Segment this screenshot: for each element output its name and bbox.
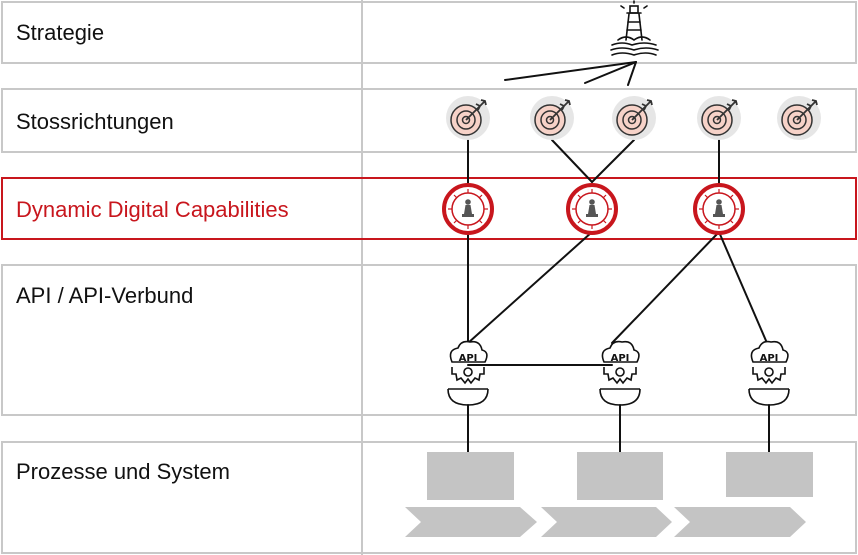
api-cloud-gear-icon: API bbox=[447, 340, 489, 406]
target-arrow-icon bbox=[446, 96, 490, 140]
row-stossrichtungen-box bbox=[1, 88, 857, 153]
row-label-prozesse: Prozesse und System bbox=[16, 459, 230, 484]
api-icon-label: API bbox=[760, 353, 779, 364]
process-chevron bbox=[541, 507, 672, 537]
target-arrow-icon bbox=[612, 96, 656, 140]
connector-lines bbox=[467, 61, 770, 453]
row-label-api: API / API-Verbund bbox=[16, 283, 194, 308]
row-label-strategie: Strategie bbox=[16, 20, 105, 45]
row-api-box bbox=[1, 264, 857, 416]
process-chevron bbox=[674, 507, 806, 537]
chess-pawn-network-icon bbox=[442, 183, 494, 235]
process-box-icon bbox=[726, 452, 813, 497]
api-icon-label: API bbox=[611, 353, 630, 364]
target-arrow-icon bbox=[530, 96, 574, 140]
lighthouse-icon bbox=[610, 0, 659, 56]
process-chevron bbox=[405, 507, 537, 537]
row-label-capabilities: Dynamic Digital Capabilities bbox=[16, 197, 289, 222]
target-arrow-icon bbox=[777, 96, 821, 140]
row-capabilities-box bbox=[1, 177, 857, 240]
row-strategie-box bbox=[1, 1, 857, 64]
row-prozesse-box bbox=[1, 441, 857, 554]
chess-pawn-network-icon bbox=[693, 183, 745, 235]
chess-pawn-network-icon bbox=[566, 183, 618, 235]
api-cloud-gear-icon: API bbox=[599, 340, 641, 406]
api-cloud-gear-icon: API bbox=[748, 340, 790, 406]
target-arrow-icon bbox=[697, 96, 741, 140]
row-label-stossrichtungen: Stossrichtungen bbox=[16, 109, 174, 134]
api-icon-label: API bbox=[459, 353, 478, 364]
process-box-icon bbox=[427, 452, 514, 500]
process-box-icon bbox=[577, 452, 663, 500]
